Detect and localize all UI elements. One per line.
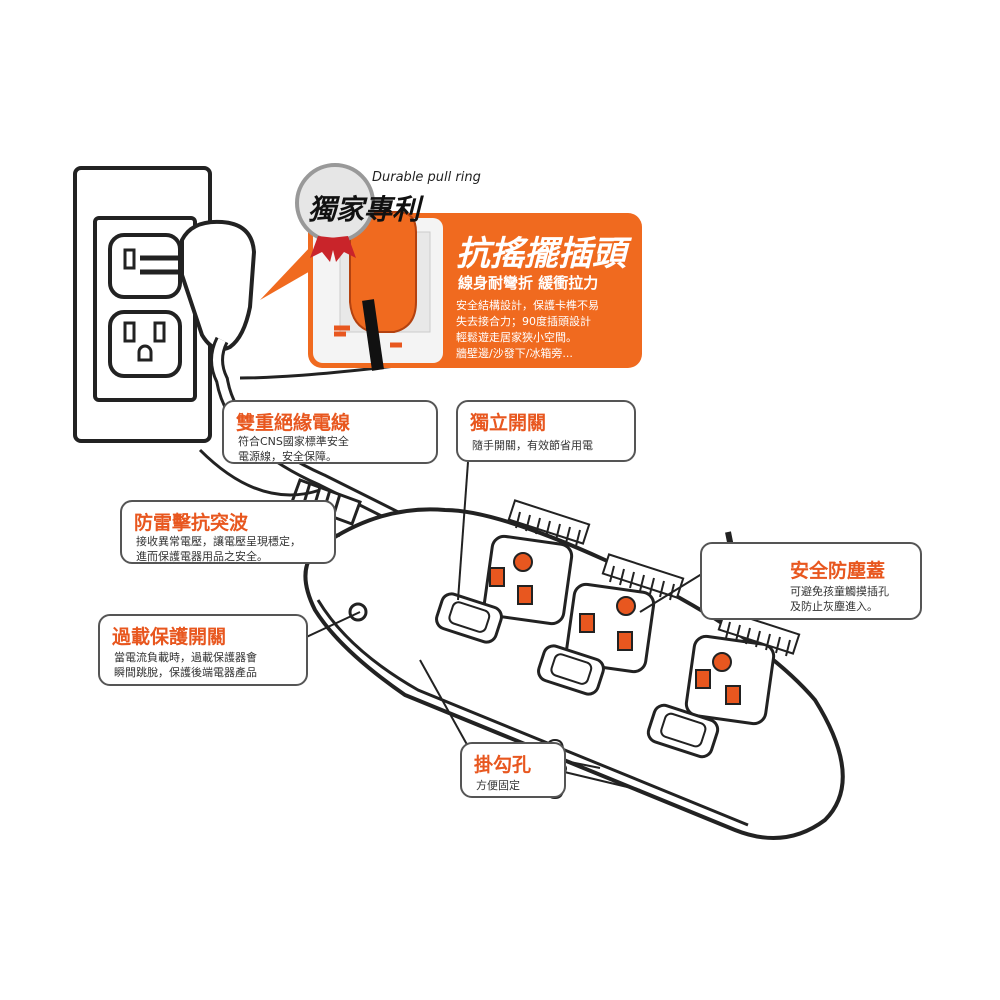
anti-sway-plug-subtitle: 線身耐彎折 緩衝拉力 <box>458 274 599 292</box>
callout-overload-protection: 過載保護開關 當電流負載時，過載保護器會 瞬間跳脫，保護後端電器產品 <box>98 614 308 686</box>
callout-desc: 符合CNS國家標準安全 電源線，安全保障。 <box>238 435 349 463</box>
feature-panel <box>260 211 642 371</box>
power-strip <box>303 499 845 840</box>
callout-desc: 隨手開關，有效節省用電 <box>472 439 593 452</box>
callout-title: 獨立開關 <box>470 412 547 434</box>
patent-badge-text: 獨家專利 <box>308 193 421 226</box>
callout-desc: 方便固定 <box>476 779 520 792</box>
callout-desc: 可避免孩童觸摸插孔 及防止灰塵進入。 <box>790 585 889 613</box>
leader-lines <box>295 461 706 791</box>
callout-title: 安全防塵蓋 <box>790 560 886 582</box>
callout-title: 防雷擊抗突波 <box>134 512 249 534</box>
anti-sway-plug-title: 抗搖擺插頭 <box>456 234 626 274</box>
callout-title: 掛勾孔 <box>474 754 532 776</box>
callout-independent-switch: 獨立開關 隨手開關，有效節省用電 <box>456 400 636 462</box>
callout-double-insulation: 雙重絕緣電線 符合CNS國家標準安全 電源線，安全保障。 <box>222 400 438 464</box>
patent-badge <box>295 163 375 262</box>
pull-ring-caption: Durable pull ring <box>372 170 481 185</box>
callout-title: 雙重絕緣電線 <box>236 412 351 434</box>
callout-desc: 當電流負載時，過載保護器會 瞬間跳脫，保護後端電器產品 <box>114 651 257 679</box>
callout-hook-hole: 掛勾孔 方便固定 <box>460 742 566 798</box>
callout-title: 過載保護開關 <box>112 626 227 648</box>
callout-dust-cover: 安全防塵蓋 可避免孩童觸摸插孔 及防止灰塵進入。 <box>700 542 922 620</box>
callout-desc: 接收異常電壓，讓電壓呈現穩定， 進而保護電器用品之安全。 <box>136 535 301 563</box>
anti-sway-plug-desc: 安全結構設計，保護卡榫不易 失去接合力；90度插頭設計 輕鬆遊走居家狹小空間。 … <box>456 299 599 360</box>
callout-surge-protection: 防雷擊抗突波 接收異常電壓，讓電壓呈現穩定， 進而保護電器用品之安全。 <box>120 500 336 564</box>
